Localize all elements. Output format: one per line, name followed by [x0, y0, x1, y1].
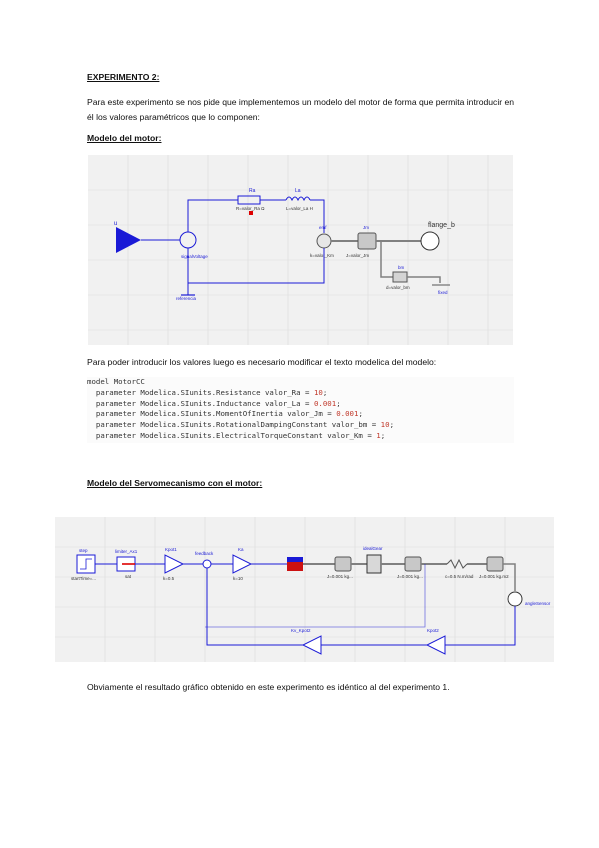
sat-label: sat [125, 574, 132, 579]
emf-block[interactable] [316, 233, 332, 249]
feedback-label: feedback [195, 551, 214, 556]
kpot1-label: Kpot1 [165, 547, 177, 552]
motor-diagram: u signalVoltage Ra R=valor_Ra Ω La L=val… [88, 155, 513, 345]
step-value: startTime=... [71, 576, 96, 581]
page-title: EXPERIMENTO 2: [87, 72, 160, 82]
inertia-jm[interactable] [357, 232, 377, 250]
code-param-value: 10 [313, 387, 323, 397]
motor-section-title: Modelo del motor: [87, 133, 162, 143]
code-param-text: parameter Modelica.SIunits.Resistance va… [87, 387, 314, 397]
code-param-suffix: ; [389, 420, 395, 430]
emf-value: k=valor_Km [310, 253, 334, 258]
kpot2-label: Kpot2 [427, 628, 439, 633]
servo-diagram: step startTime=... limiter_Ax1 sat Kpot1… [55, 517, 554, 662]
kv-label: Kv_Kpot2 [291, 628, 311, 633]
code-param-value: 10 [380, 420, 390, 430]
ka-label: Ka [238, 547, 244, 552]
limiter-label: limiter_Ax1 [115, 549, 138, 554]
servo-section-title: Modelo del Servomecanismo con el motor: [87, 478, 263, 488]
ra-value: R=valor_Ra Ω [236, 206, 265, 211]
la-value: L=valor_La H [286, 206, 313, 211]
angle-sensor[interactable] [507, 591, 523, 607]
ground-label: referencia [176, 296, 197, 301]
fixed-label: fixed [438, 290, 448, 295]
inertia-j1[interactable] [334, 556, 352, 572]
code-param-text: parameter Modelica.SIunits.MomentOfInert… [87, 409, 337, 419]
code-line-model: model MotorCC [87, 377, 145, 386]
servo-diagram-svg: step startTime=... limiter_Ax1 sat Kpot1… [55, 517, 554, 662]
input-label: u [114, 221, 117, 227]
sensor-label: angleSensor [525, 601, 551, 606]
inductor-la[interactable] [285, 196, 311, 202]
code-line-param: parameter Modelica.SIunits.RotationalDam… [87, 420, 514, 431]
j2-value: J=0.001 kg... [397, 574, 423, 579]
code-line-param: parameter Modelica.SIunits.Resistance va… [87, 388, 514, 399]
torsion-spring[interactable] [446, 558, 468, 570]
modelica-code-block: model MotorCC parameter Modelica.SIunits… [87, 377, 514, 443]
spring-value: c=0.5 N.m/rad [445, 574, 474, 579]
flange-b[interactable] [420, 231, 440, 251]
modify-paragraph: Para poder introducir los valores luego … [87, 357, 437, 367]
j1-value: J=0.001 kg... [327, 574, 353, 579]
conclusion-paragraph: Obviamente el resultado gráfico obtenido… [87, 682, 450, 692]
code-line-param: parameter Modelica.SIunits.ElectricalTor… [87, 431, 514, 442]
kpot2-gain[interactable] [425, 635, 446, 655]
input-triangle[interactable] [116, 227, 141, 253]
jm-value: J=valor_Jm [346, 253, 369, 258]
code-param-text: parameter Modelica.SIunits.RotationalDam… [87, 420, 381, 430]
step-label: step [79, 548, 88, 553]
kpot1-value: k=0.5 [163, 576, 175, 581]
flange-label: flange_b [428, 222, 455, 229]
emf-label: emf [319, 225, 327, 230]
code-param-value: 0.001 [336, 409, 359, 419]
source-label: signalVoltage [181, 254, 208, 259]
code-param-text: parameter Modelica.SIunits.ElectricalTor… [87, 430, 377, 440]
code-line-param: parameter Modelica.SIunits.Inductance va… [87, 399, 514, 410]
ideal-gear[interactable] [366, 554, 382, 574]
kpot1-gain[interactable] [164, 554, 185, 574]
inertia-j3[interactable] [486, 556, 504, 572]
code-line-param: parameter Modelica.SIunits.MomentOfInert… [87, 409, 514, 420]
bm-value: d=valor_bm [386, 285, 410, 290]
la-label: La [295, 188, 301, 194]
ka-value: k=10 [233, 576, 243, 581]
signal-voltage-source[interactable] [179, 231, 197, 249]
code-param-suffix: ; [358, 409, 363, 419]
ka-gain[interactable] [232, 554, 253, 574]
feedback-block[interactable] [202, 559, 212, 569]
gear-label: idealGear [363, 546, 383, 551]
resistor-ra[interactable] [237, 195, 261, 205]
damper-bm[interactable] [392, 271, 408, 283]
code-param-suffix: ; [322, 387, 328, 397]
motor-diagram-svg: u signalVoltage Ra R=valor_Ra Ω La L=val… [88, 155, 513, 345]
code-param-text: parameter Modelica.SIunits.Inductance va… [87, 398, 314, 408]
jm-label: Jm [363, 225, 369, 230]
code-param-value: 1 [376, 430, 381, 440]
intro-paragraph: Para este experimento se nos pide que im… [87, 97, 515, 122]
resistor-heat-port [249, 211, 253, 215]
inertia-j2[interactable] [404, 556, 422, 572]
bm-label: bm [398, 265, 405, 270]
code-param-value: 0.001 [313, 398, 337, 408]
code-param-suffix: ; [336, 398, 341, 408]
code-param-suffix: ; [380, 430, 386, 440]
j3-value: J=0.001 kg.m2 [479, 574, 509, 579]
ra-label: Ra [249, 188, 256, 194]
kv-gain[interactable] [301, 635, 322, 655]
